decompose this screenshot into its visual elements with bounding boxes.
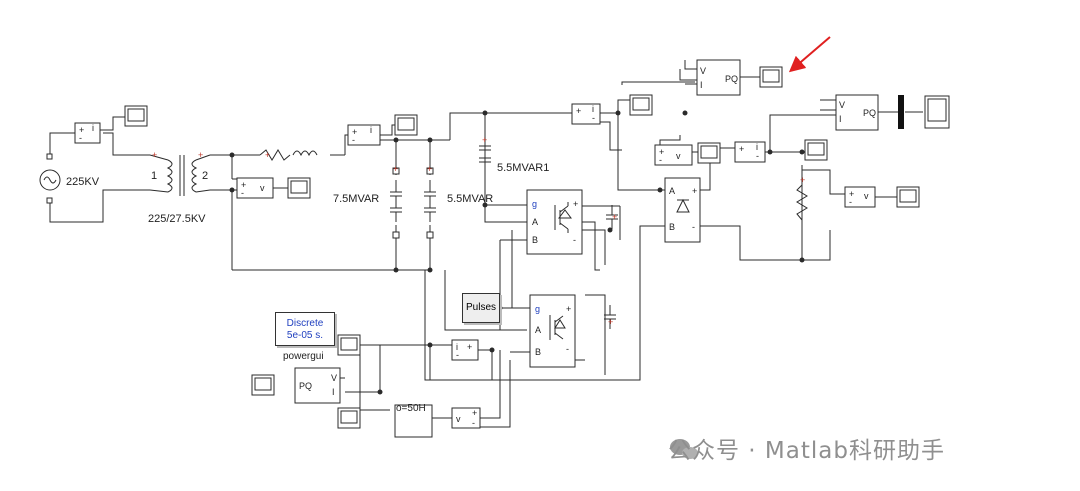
bridge1-b-port: B [532,235,539,245]
svg-text:v: v [864,191,869,201]
pq2-label: PQ [863,108,877,118]
bridge1-g-port: g [532,199,538,209]
svg-text:+: + [352,127,357,137]
sine-wave-block[interactable] [394,404,433,438]
svg-text:+: + [427,164,432,174]
bridge1-plus-port: + [573,199,579,209]
svg-text:i: i [592,104,594,114]
winding-2-label: 2 [202,170,209,182]
pq3-label: PQ [299,381,313,391]
svg-text:i: i [756,142,758,152]
svg-text:-: - [756,151,759,161]
svg-text:+: + [472,408,477,418]
capacitor-banks[interactable] [390,138,491,239]
pulses-label: Pulses [465,302,496,313]
pq3-v-port: V [331,373,338,383]
wechat-icon [670,439,698,459]
svg-text:-: - [592,113,595,123]
powergui-block[interactable]: Discrete 5e-05 s. [275,312,335,346]
svg-text:-: - [456,350,459,360]
pq2-i-port: I [839,114,842,124]
transformer-icon[interactable] [149,154,211,196]
svg-text:+: + [393,164,398,174]
pq2-v-port: V [839,100,846,110]
pq3-i-port: I [332,387,335,397]
bridge1-minus-port: - [573,235,576,245]
svg-text:+: + [576,106,581,116]
bridge3-b-port: B [669,222,676,232]
bridge2-minus-port: - [566,344,569,354]
pq-blocks[interactable] [294,59,879,404]
svg-text:-: - [849,197,852,207]
bridge2-a-port: A [535,325,542,335]
capacitor-5-5-label: 5.5MVAR [447,193,494,205]
svg-text:-: - [352,135,355,145]
watermark-text: 公众号 · Matlab科研助手 [668,438,945,464]
polarity-markers: + + + + + + + + + [152,135,805,327]
svg-text:i: i [456,342,458,352]
bridge2-b-port: B [535,347,542,357]
transformer-ratio-label: 225/27.5KV [148,213,206,225]
dc-link-capacitors[interactable] [604,205,618,329]
capacitor-5-5-1-label: 5.5MVAR1 [497,162,550,174]
pulses-block[interactable]: Pulses [462,293,500,323]
bridge3-minus-port: - [692,222,695,232]
svg-text:+: + [739,144,744,154]
pq1-label: PQ [725,74,739,84]
igbt-bridges[interactable] [526,177,701,368]
winding-1-label: 1 [151,170,158,182]
svg-text:+: + [241,180,246,190]
svg-text:v: v [456,414,461,424]
svg-text:+: + [482,135,487,145]
wires [49,60,923,428]
load-resistor-icon[interactable] [796,184,808,221]
ac-source-icon[interactable] [39,153,61,204]
scope-icons[interactable] [124,66,950,429]
svg-text:+: + [849,189,854,199]
svg-text:+: + [152,150,157,160]
bridge2-g-port: g [535,304,541,314]
svg-text:+: + [608,317,613,327]
measurement-blocks[interactable] [74,103,876,429]
powergui-line1: Discrete [286,318,324,329]
pq1-v-port: V [700,66,707,76]
source-voltage-label: 225KV [66,176,100,188]
red-arrow-annotation [788,36,831,73]
bridge2-plus-port: + [566,304,572,314]
measurement-labels: +i- +v- +i- +i- +v- +i- +v- i+- v+- [79,104,869,428]
svg-text:v: v [260,183,265,193]
svg-text:-: - [472,418,475,428]
mux-bar[interactable] [898,95,904,129]
igbt-symbols [549,198,690,340]
bridge1-a-port: A [532,217,539,227]
svg-text:+: + [198,150,203,160]
svg-text:i: i [370,125,372,135]
capacitor-7-5-label: 7.5MVAR [333,193,380,205]
svg-text:+: + [659,147,664,157]
pq1-i-port: I [700,80,703,90]
powergui-line2: 5e-05 s. [286,330,324,341]
svg-text:-: - [241,188,244,198]
line-impedance-icon[interactable] [259,149,318,161]
powergui-label: powergui [283,351,324,362]
svg-text:v: v [676,151,681,161]
bridge3-a-port: A [669,186,676,196]
svg-text:-: - [659,155,662,165]
svg-text:+: + [800,175,805,185]
svg-text:+: + [79,125,84,135]
svg-text:i: i [92,123,94,133]
svg-text:+: + [265,150,270,160]
svg-text:-: - [79,133,82,143]
bridge3-plus-port: + [692,186,698,196]
svg-text:+: + [612,212,617,222]
svg-text:+: + [467,342,472,352]
sine-block-label: o=50H [396,403,426,414]
